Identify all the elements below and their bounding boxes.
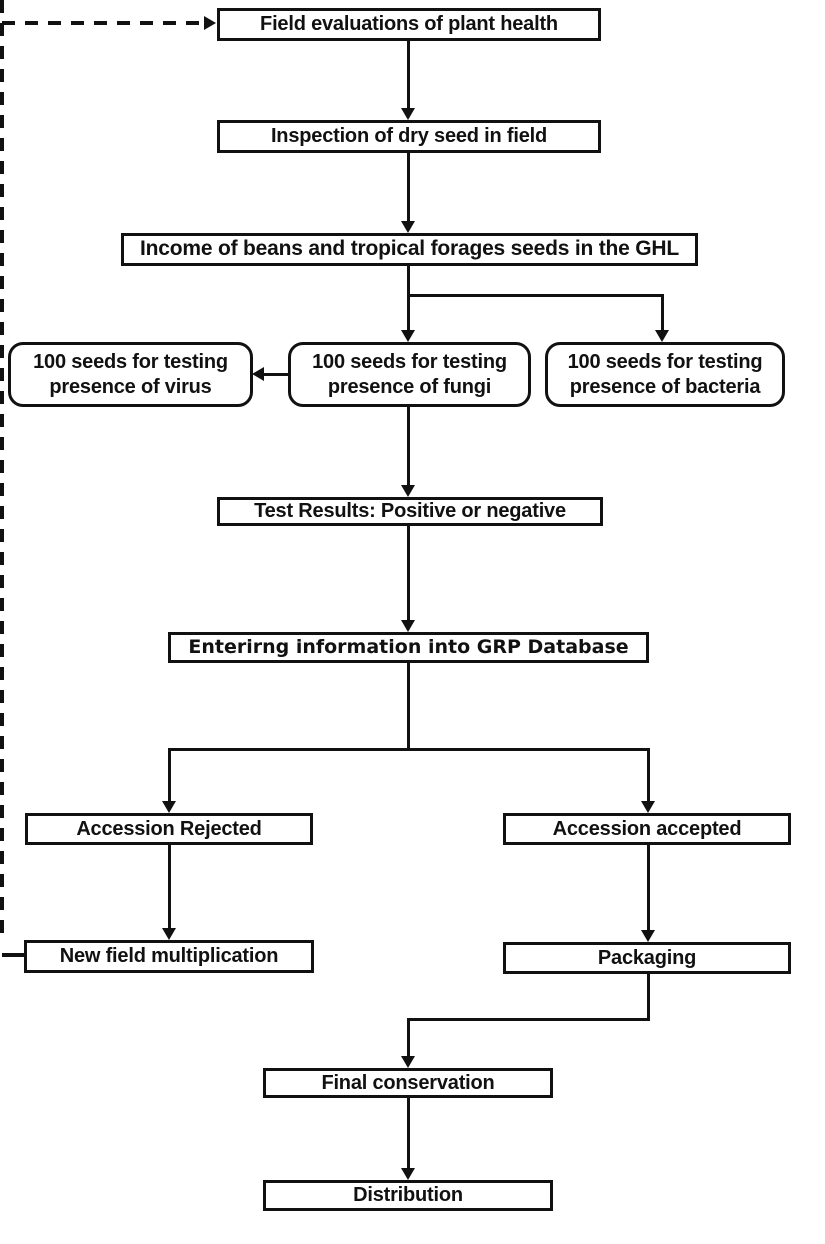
edge-packaging-horizontal bbox=[407, 1018, 650, 1021]
arrowhead-accepted bbox=[641, 801, 655, 813]
edge-split-down-accepted bbox=[647, 748, 650, 801]
arrowhead-packaging bbox=[641, 930, 655, 942]
dashed-feedback-line-vertical bbox=[0, 0, 4, 938]
node-grp-database: Enterirng information into GRP Database bbox=[168, 632, 649, 663]
dashed-arrowhead-into-field-evaluations bbox=[204, 16, 216, 30]
edge-final-to-distribution bbox=[407, 1097, 410, 1168]
arrowhead-new-field bbox=[162, 928, 176, 940]
edge-branch-down-bacteria bbox=[661, 294, 664, 330]
node-new-field-multiplication: New field multiplication bbox=[24, 940, 314, 973]
node-virus: 100 seeds for testing presence of virus bbox=[8, 342, 253, 407]
edge-field-to-inspection bbox=[407, 40, 410, 108]
dashed-feedback-stub-new-field bbox=[2, 953, 24, 957]
node-bacteria: 100 seeds for testing presence of bacter… bbox=[545, 342, 785, 407]
node-inspection: Inspection of dry seed in field bbox=[217, 120, 601, 153]
edge-rejected-to-new-field bbox=[168, 845, 171, 928]
node-accession-accepted: Accession accepted bbox=[503, 813, 791, 845]
node-field-evaluations: Field evaluations of plant health bbox=[217, 8, 601, 41]
node-fungi: 100 seeds for testing presence of fungi bbox=[288, 342, 531, 407]
arrowhead-inspection bbox=[401, 108, 415, 120]
node-accession-rejected: Accession Rejected bbox=[25, 813, 313, 845]
edge-fungi-to-virus bbox=[264, 373, 288, 376]
arrowhead-virus bbox=[252, 367, 264, 381]
node-final-conservation: Final conservation bbox=[263, 1068, 553, 1098]
dashed-feedback-line-top bbox=[2, 21, 205, 25]
arrowhead-final-conservation bbox=[401, 1056, 415, 1068]
edge-test-results-to-grp bbox=[407, 525, 410, 620]
edge-packaging-down bbox=[647, 973, 650, 1020]
edge-inspection-to-income bbox=[407, 153, 410, 221]
node-packaging: Packaging bbox=[503, 942, 791, 974]
arrowhead-bacteria bbox=[655, 330, 669, 342]
arrowhead-fungi bbox=[401, 330, 415, 342]
edge-income-to-fungi bbox=[407, 266, 410, 330]
node-distribution: Distribution bbox=[263, 1180, 553, 1211]
edge-fungi-to-test-results bbox=[407, 407, 410, 485]
node-test-results: Test Results: Positive or negative bbox=[217, 497, 603, 526]
node-income: Income of beans and tropical forages see… bbox=[121, 233, 698, 266]
edge-accepted-to-packaging bbox=[647, 845, 650, 930]
arrowhead-rejected bbox=[162, 801, 176, 813]
edge-split-horizontal bbox=[168, 748, 650, 751]
arrowhead-distribution bbox=[401, 1168, 415, 1180]
arrowhead-test-results bbox=[401, 485, 415, 497]
edge-down-final-conservation bbox=[407, 1018, 410, 1056]
edge-split-down-rejected bbox=[168, 748, 171, 801]
edge-branch-horizontal-bacteria bbox=[407, 294, 664, 297]
arrowhead-grp bbox=[401, 620, 415, 632]
arrowhead-income bbox=[401, 221, 415, 233]
edge-grp-down bbox=[407, 662, 410, 750]
